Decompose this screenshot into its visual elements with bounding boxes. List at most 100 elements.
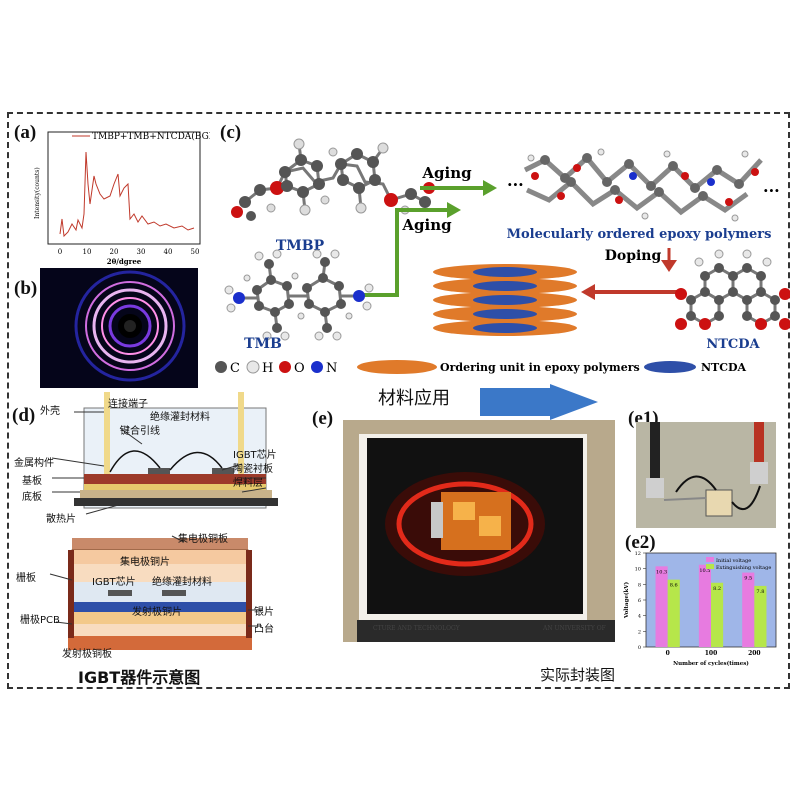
label-emitter-plate: 发射极铜板 bbox=[62, 649, 112, 660]
label-emitter-foil: 发射极铜片 bbox=[132, 607, 182, 618]
label-bondwire: 键合引线 bbox=[120, 426, 160, 437]
bar-value-label: 9.5 bbox=[744, 576, 752, 582]
panel-e-label: (e) bbox=[312, 408, 334, 429]
panel-d-caption: IGBT器件示意图 bbox=[78, 668, 201, 687]
bar-extinguishing bbox=[711, 582, 724, 647]
legend-atom-n: N bbox=[326, 361, 337, 376]
label-collector-foil: 集电极铜片 bbox=[120, 557, 170, 568]
label-collector-plate: 集电极铜板 bbox=[178, 534, 228, 545]
bar-value-label: 10.3 bbox=[656, 569, 667, 575]
tmb-molecule bbox=[224, 249, 374, 341]
panel-d-label: (d) bbox=[12, 405, 36, 426]
polymer-chain: ... ... bbox=[507, 148, 780, 222]
panel-b-label: (b) bbox=[14, 278, 38, 299]
photo-text-left: CTURE AND TECHNOLOGY bbox=[373, 625, 461, 632]
ellipsis-left: ... bbox=[507, 171, 524, 190]
x-axis-label: Number of cycles(times) bbox=[673, 660, 749, 667]
xrd-legend: TMBP+TMB+NTCDA(BGE) bbox=[92, 131, 210, 142]
polymer-caption: Molecularly ordered epoxy polymers bbox=[507, 227, 772, 242]
saxs-pattern bbox=[40, 268, 198, 388]
label-base: 底板 bbox=[22, 492, 42, 503]
tmbp-molecule bbox=[231, 138, 435, 221]
xrd-ylabel: Intensity(counts) bbox=[34, 167, 41, 219]
xrd-xlabel: 2θ/dgree bbox=[107, 257, 142, 266]
legend-order-unit: Ordering unit in epoxy polymers bbox=[440, 361, 640, 374]
label-ceramic: 陶瓷衬板 bbox=[233, 464, 273, 475]
doping-label: Doping bbox=[605, 248, 662, 264]
label-solder: 焊料层 bbox=[233, 478, 263, 489]
panel-e-caption: 实际封装图 bbox=[540, 666, 616, 684]
xrd-xtick: 20 bbox=[110, 248, 119, 256]
label-igbt-bottom: IGBT芯片 bbox=[92, 577, 136, 588]
ntcda-label: NTCDA bbox=[706, 337, 760, 352]
y-tick-label: 2 bbox=[638, 629, 641, 635]
tmb-label: TMB bbox=[244, 336, 282, 352]
package-photo: CTURE AND TECHNOLOGY AN UNIVERSITY OF bbox=[343, 420, 615, 642]
bar-initial bbox=[698, 564, 711, 647]
legend-atom-h: H bbox=[262, 361, 273, 376]
legend-label: Initial voltage bbox=[716, 558, 751, 564]
bar-value-label: 10.5 bbox=[699, 568, 710, 574]
bar-extinguishing bbox=[754, 585, 767, 647]
xrd-xtick: 40 bbox=[164, 248, 173, 256]
legend-swatch bbox=[706, 557, 714, 562]
test-setup-photo bbox=[636, 422, 776, 528]
application-label: 材料应用 bbox=[378, 388, 450, 409]
igbt-cross-section-top bbox=[51, 392, 278, 515]
xrd-xtick: 0 bbox=[58, 248, 62, 256]
panel-a-label: (a) bbox=[14, 122, 37, 143]
label-housing: 外壳 bbox=[40, 406, 60, 417]
aging-label-1: Aging bbox=[421, 164, 472, 182]
application-arrow bbox=[480, 384, 598, 420]
label-encap-bottom: 绝缘灌封材料 bbox=[152, 577, 212, 588]
legend-ntcda: NTCDA bbox=[701, 361, 747, 374]
label-gate: 栅板 bbox=[16, 573, 36, 584]
label-gate-pcb: 栅极PCB bbox=[20, 615, 60, 626]
bar-initial bbox=[742, 572, 755, 647]
label-encap-top: 绝缘灌封材料 bbox=[150, 412, 210, 423]
label-metal: 金属构件 bbox=[14, 458, 54, 469]
panel-c-label: (c) bbox=[220, 122, 242, 143]
bar-value-label: 8.6 bbox=[670, 583, 678, 589]
legend-atom-o: O bbox=[294, 361, 305, 376]
legend-row: C H O N Ordering unit in epoxy polymers … bbox=[215, 360, 747, 376]
voltage-bar-chart: 0 2 4 6 8 10 12 0 10.3 8.6 100 10.5 8.2 200 9.5 7.8 Init… bbox=[623, 551, 777, 667]
label-heatsink: 散热片 bbox=[46, 514, 76, 525]
y-tick-label: 8 bbox=[638, 582, 641, 588]
bar-initial bbox=[655, 566, 668, 647]
xrd-xtick: 30 bbox=[137, 248, 146, 256]
x-tick-label: 200 bbox=[748, 650, 761, 657]
y-tick-label: 4 bbox=[638, 614, 641, 620]
aging-label-2: Aging bbox=[401, 216, 452, 234]
legend-swatch bbox=[706, 564, 714, 569]
bar-value-label: 8.2 bbox=[713, 586, 721, 592]
label-substrate: 基板 bbox=[22, 476, 42, 487]
label-igbt-top: IGBT芯片 bbox=[233, 450, 277, 461]
figure-frame bbox=[7, 112, 790, 689]
legend-label: Extinguishing voltage bbox=[716, 565, 771, 571]
bar-extinguishing bbox=[667, 579, 680, 647]
y-axis-label: Voltage(kV) bbox=[623, 581, 630, 619]
xrd-xtick: 10 bbox=[83, 248, 92, 256]
xrd-xtick: 50 bbox=[191, 248, 200, 256]
ellipsis-right: ... bbox=[763, 177, 780, 196]
panel-e2-label: (e2) bbox=[625, 532, 656, 553]
ntcda-molecule bbox=[675, 249, 790, 330]
y-tick-label: 12 bbox=[635, 551, 641, 557]
y-tick-label: 10 bbox=[635, 567, 641, 573]
ordering-stack bbox=[433, 264, 577, 336]
label-terminal: 连接端子 bbox=[108, 399, 148, 410]
label-boss: 凸台 bbox=[254, 624, 274, 635]
x-tick-label: 0 bbox=[666, 650, 670, 657]
bar-value-label: 7.8 bbox=[756, 589, 764, 595]
xrd-plot: TMBP+TMB+NTCDA(BGE) Intensity(counts) 0 … bbox=[34, 131, 210, 266]
label-silver: 银片 bbox=[254, 607, 274, 618]
igbt-cross-section-bottom bbox=[49, 535, 262, 650]
tmbp-label: TMBP bbox=[276, 238, 325, 254]
y-tick-label: 6 bbox=[638, 598, 641, 604]
x-tick-label: 100 bbox=[705, 650, 718, 657]
photo-text-right: AN UNIVERSITY OF bbox=[542, 625, 606, 632]
legend-atom-c: C bbox=[230, 361, 240, 376]
panel-c-schematic: TMBP Aging Aging ... ... Molecularly ord… bbox=[215, 138, 790, 376]
y-tick-label: 0 bbox=[638, 645, 641, 651]
